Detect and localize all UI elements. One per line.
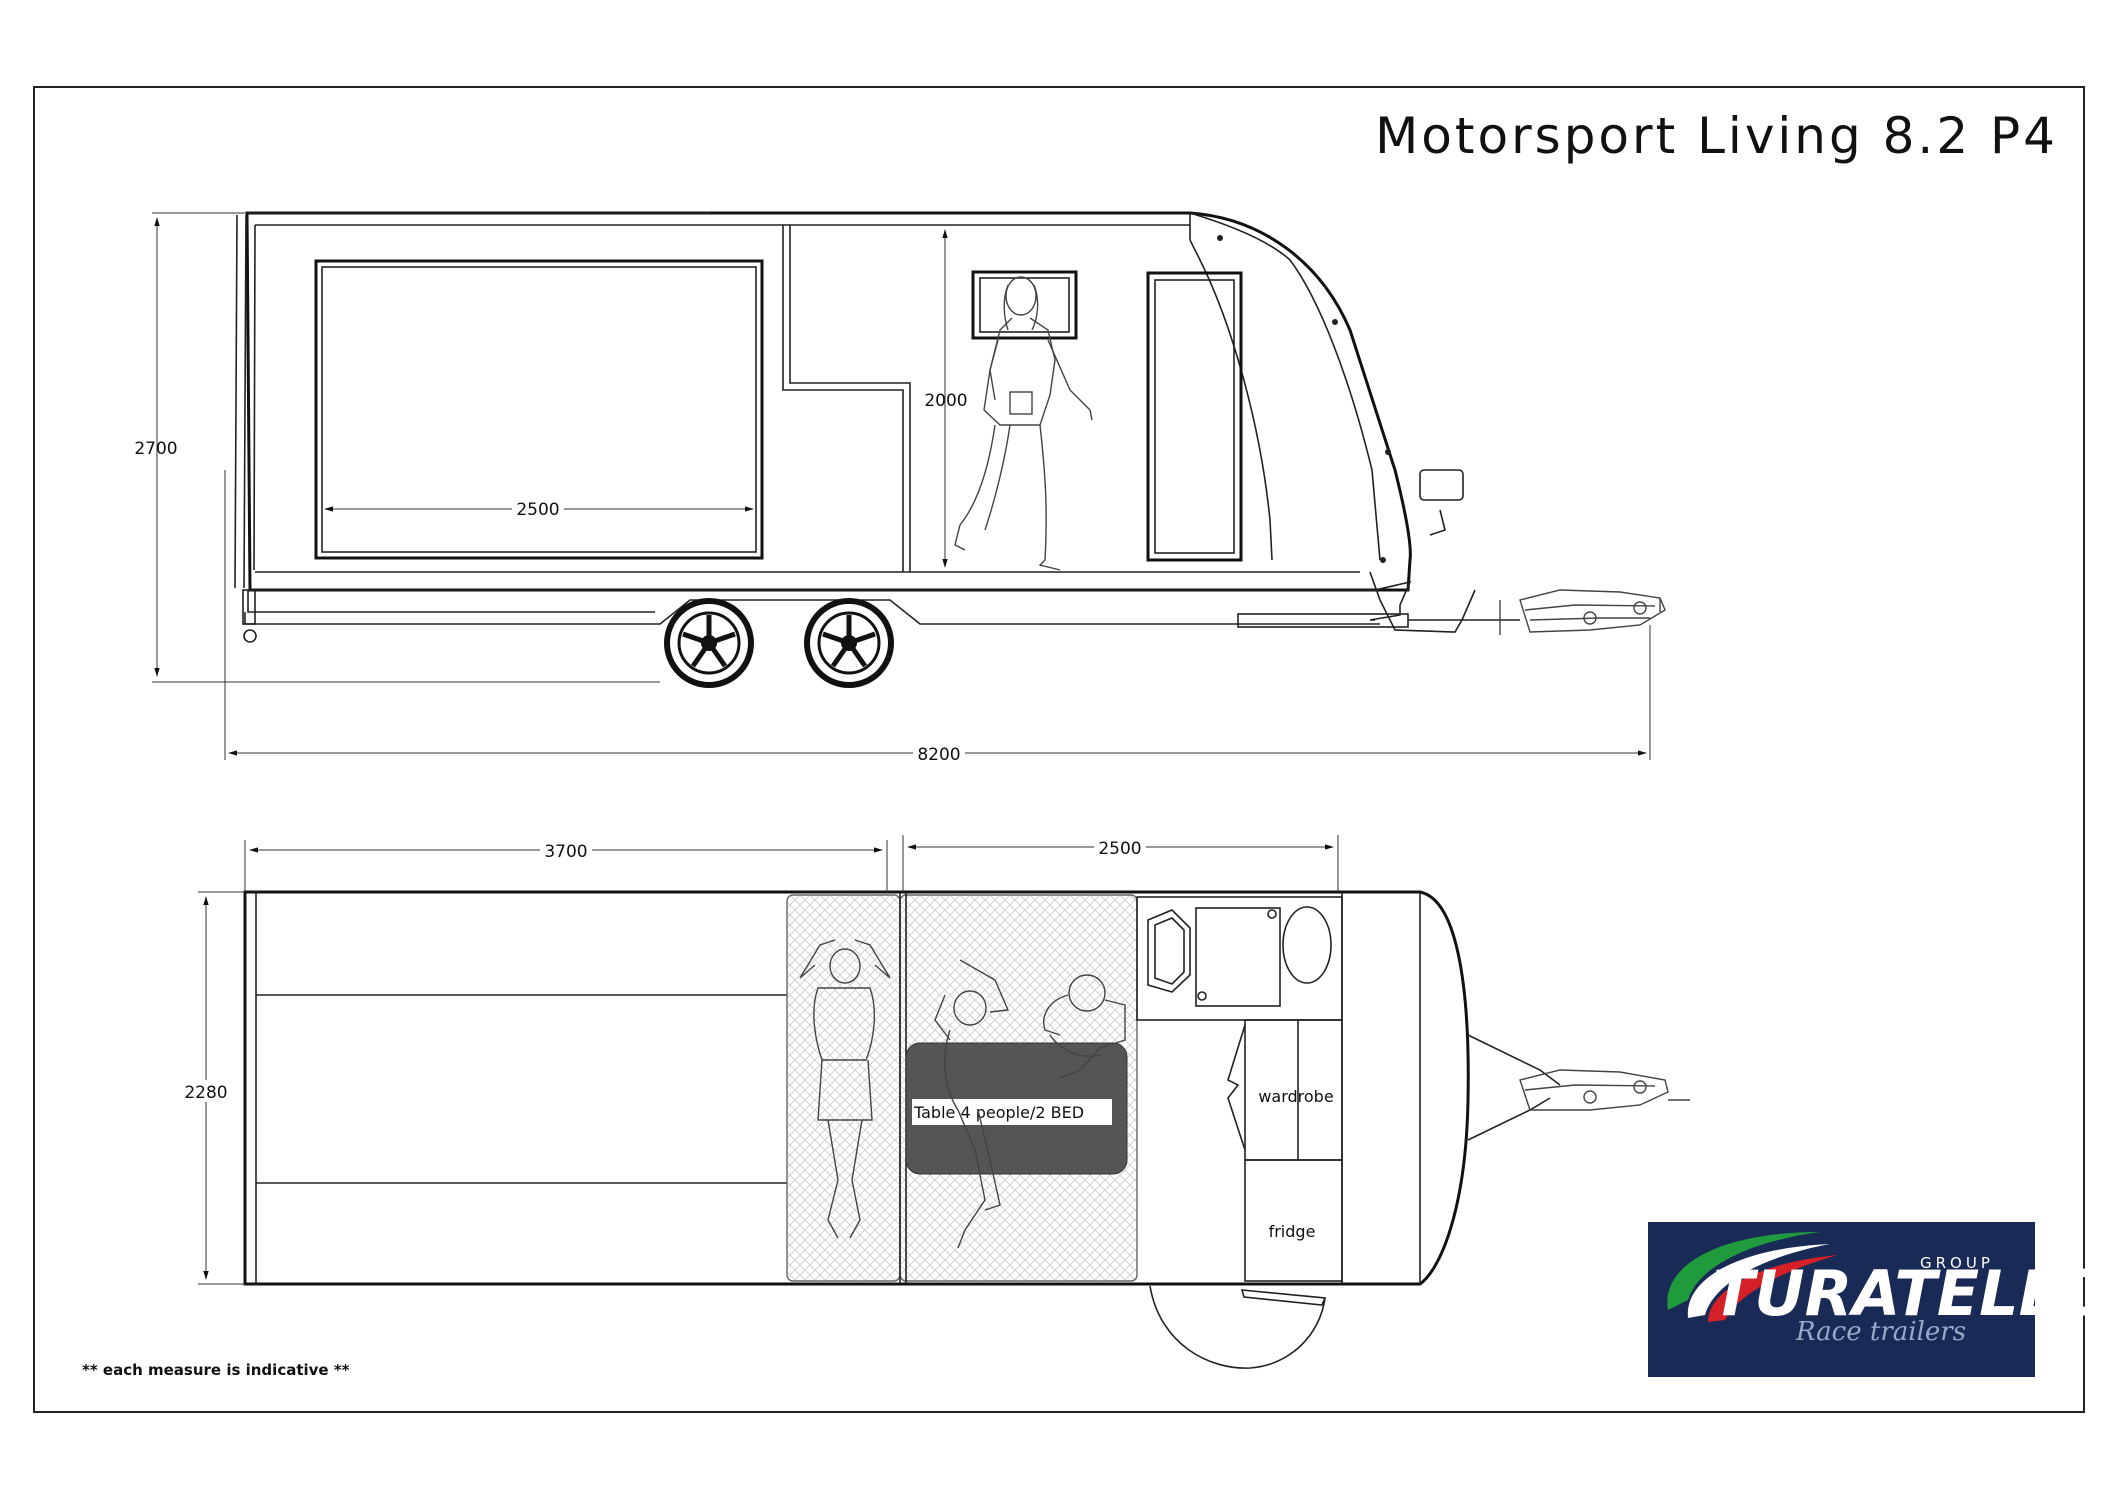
wardrobe-label: wardrobe	[1258, 1087, 1333, 1106]
svg-text:3700: 3700	[544, 842, 587, 862]
person-lying-icon	[799, 939, 891, 1239]
indicative-note: ** each measure is indicative **	[82, 1361, 350, 1379]
dimension-window-width: 2500	[324, 498, 754, 520]
turatello-logo: GROUP TURATELLO Race trailers	[1648, 1222, 2109, 1377]
svg-text:GROUP: GROUP	[1920, 1254, 1994, 1272]
svg-text:TURATELLO: TURATELLO	[1712, 1257, 2109, 1330]
side-view: 2700 2000 2500 8200	[134, 211, 1666, 765]
dimension-living-length: 2500	[902, 835, 1339, 892]
dimension-interior-height: 2000	[924, 229, 968, 568]
svg-text:2000: 2000	[924, 391, 967, 411]
dimension-garage-length: 3700	[244, 839, 888, 892]
human-figure-icon	[954, 276, 1093, 571]
table-label: Table 4 people/2 BED	[913, 1103, 1084, 1122]
person-sleeping-icon	[934, 959, 1010, 1249]
wheel-rear	[664, 598, 754, 688]
svg-text:2280: 2280	[184, 1083, 227, 1103]
dimension-width: 2280	[182, 891, 245, 1285]
svg-text:8200: 8200	[917, 745, 960, 765]
wheel-front	[804, 598, 894, 688]
svg-text:2500: 2500	[1098, 839, 1141, 859]
svg-text:2700: 2700	[134, 439, 177, 459]
dimension-height-total: 2700	[134, 212, 660, 683]
sheet-border	[33, 86, 2085, 1413]
svg-text:2500: 2500	[516, 500, 559, 520]
drawing-title: Motorsport Living 8.2 P4	[1375, 107, 2058, 165]
person-sitting-icon	[1043, 974, 1126, 1079]
fridge-label: fridge	[1269, 1222, 1316, 1241]
svg-text:Race trailers: Race trailers	[1795, 1317, 1966, 1347]
dimension-length-total: 8200	[224, 470, 1651, 765]
plan-view: Table 4 people/2 BED wardrobe fridge	[182, 835, 1690, 1369]
